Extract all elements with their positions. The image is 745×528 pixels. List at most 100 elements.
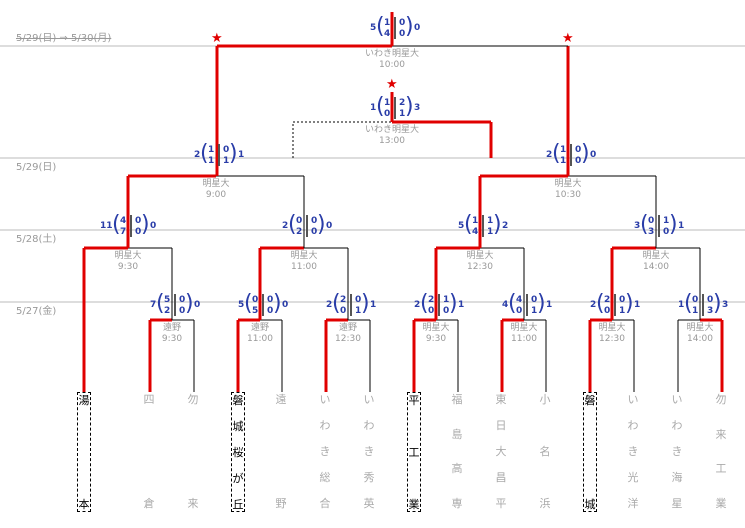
r1-match-1-score-divider xyxy=(262,294,264,316)
team-8-char: 高 xyxy=(451,462,463,476)
r1-match-5-inning1-right: 0 xyxy=(619,295,626,305)
team-12-char: 光 xyxy=(627,471,639,484)
r2-match-0-inning1-right: 0 xyxy=(135,216,142,226)
r1-match-0-inning1-left: 5 xyxy=(164,295,171,305)
third-match-inning1-right: 2 xyxy=(399,98,406,108)
r1-match-3-paren-open: ( xyxy=(420,291,429,316)
r2-match-1-inning2-right: 0 xyxy=(311,227,318,237)
sf-match-0-inning1-left: 1 xyxy=(208,145,215,155)
final-match-inning1-right: 0 xyxy=(399,18,406,28)
r1-match-6-total-left: 1 xyxy=(678,300,685,310)
r1-match-2-total-right: 1 xyxy=(370,300,377,310)
r1-match-6-total-right: 3 xyxy=(722,300,729,310)
team-5-char: 合 xyxy=(319,497,331,510)
team-6-char: わ xyxy=(363,419,375,432)
sf-match-0-total-left: 2 xyxy=(194,150,201,160)
final-match-time: 10:00 xyxy=(379,60,405,70)
r1-match-0-score-divider xyxy=(174,294,176,316)
r1-match-1-paren-open: ( xyxy=(244,291,253,316)
sf-match-1-paren-open: ( xyxy=(552,141,561,166)
team-12: いわき光洋 xyxy=(627,392,641,512)
r1-match-0-paren-open: ( xyxy=(156,291,165,316)
r2-match-0-score-divider xyxy=(130,215,132,237)
third-match-inning2-left: 0 xyxy=(384,109,391,119)
r2-match-0-total-left: 11 xyxy=(100,221,113,231)
r1-match-2-paren-close: ) xyxy=(361,291,370,316)
r2-match-0-total-right: 0 xyxy=(150,221,157,231)
r1-match-2-inning1-right: 0 xyxy=(355,295,362,305)
r1-match-4-time: 11:00 xyxy=(511,334,537,344)
team-1-char: 四 xyxy=(143,393,155,406)
r1-match-2-inning2-left: 0 xyxy=(340,306,347,316)
r2-match-2-inning2-left: 4 xyxy=(472,227,479,237)
team-5-char: き xyxy=(319,445,331,458)
r1-match-5-total-right: 1 xyxy=(634,300,641,310)
r1-match-1-inning1-right: 0 xyxy=(267,295,274,305)
sf-match-0-venue: 明星大 xyxy=(202,179,230,189)
r1-match-0-time: 9:30 xyxy=(161,334,183,344)
r1-match-1-inning2-left: 5 xyxy=(252,306,259,316)
team-10-char: 浜 xyxy=(539,497,551,510)
team-8-char: 専 xyxy=(451,497,463,510)
team-4: 遠野 xyxy=(275,392,289,512)
team-8-char: 島 xyxy=(451,427,463,441)
r2-match-2-total-left: 5 xyxy=(458,221,465,231)
r1-match-3-inning1-left: 2 xyxy=(428,295,435,305)
r1-match-1-inning2-right: 0 xyxy=(267,306,274,316)
r2-match-1-inning2-left: 2 xyxy=(296,227,303,237)
team-9-char: 日 xyxy=(495,419,507,432)
r2-match-2-inning2-right: 1 xyxy=(487,227,494,237)
team-4-char: 遠 xyxy=(275,393,287,406)
r1-match-1-inning1-left: 0 xyxy=(252,295,259,305)
sf-match-0-paren-close: ) xyxy=(229,141,238,166)
third-match-paren-open: ( xyxy=(376,94,385,119)
r2-match-1-score-divider xyxy=(306,215,308,237)
team-3-char: が xyxy=(232,472,244,485)
third-match-paren-close: ) xyxy=(405,94,414,119)
r1-match-3-paren-close: ) xyxy=(449,291,458,316)
sf-match-0-inning2-right: 1 xyxy=(223,156,230,166)
team-13-char: 星 xyxy=(671,497,683,510)
team-14-char: 工 xyxy=(715,462,727,476)
r2-match-3-total-left: 3 xyxy=(634,221,641,231)
date-label-d4-text: 5/29(日) ⇒ 5/30(月) xyxy=(16,33,112,44)
date-label-d2: 5/28(土) xyxy=(16,234,57,245)
r1-match-3-total-right: 1 xyxy=(458,300,465,310)
r1-match-5-venue: 明星大 xyxy=(598,323,626,333)
r1-match-5-score-divider xyxy=(614,294,616,316)
r2-match-0-venue: 明星大 xyxy=(114,251,142,261)
r2-match-1-inning1-left: 0 xyxy=(296,216,303,226)
team-1: 四倉 xyxy=(143,392,157,512)
team-14-char: 勿 xyxy=(715,393,727,406)
r2-match-1-paren-open: ( xyxy=(288,212,297,237)
sf-match-0-paren-open: ( xyxy=(200,141,209,166)
third-match-venue: いわき明星大 xyxy=(364,125,419,135)
team-8: 福島高専 xyxy=(451,392,465,512)
team-7-char: 平 xyxy=(408,394,420,407)
r1-match-1-paren-close: ) xyxy=(273,291,282,316)
r2-match-2-paren-open: ( xyxy=(464,212,473,237)
r1-match-5-inning2-right: 1 xyxy=(619,306,626,316)
r2-match-0-inning2-left: 7 xyxy=(120,227,127,237)
team-11-char: 城 xyxy=(584,498,596,511)
third-match-total-left: 1 xyxy=(370,103,377,113)
final-match-score-divider xyxy=(394,17,396,39)
date-label-d1: 5/27(金) xyxy=(16,306,57,317)
team-10-char: 名 xyxy=(539,445,551,458)
sf-match-0-total-right: 1 xyxy=(238,150,245,160)
team-6-char: 秀 xyxy=(363,471,375,484)
team-10: 小名浜 xyxy=(539,392,553,512)
r1-match-4-paren-open: ( xyxy=(508,291,517,316)
sf-match-1-inning2-right: 0 xyxy=(575,156,582,166)
